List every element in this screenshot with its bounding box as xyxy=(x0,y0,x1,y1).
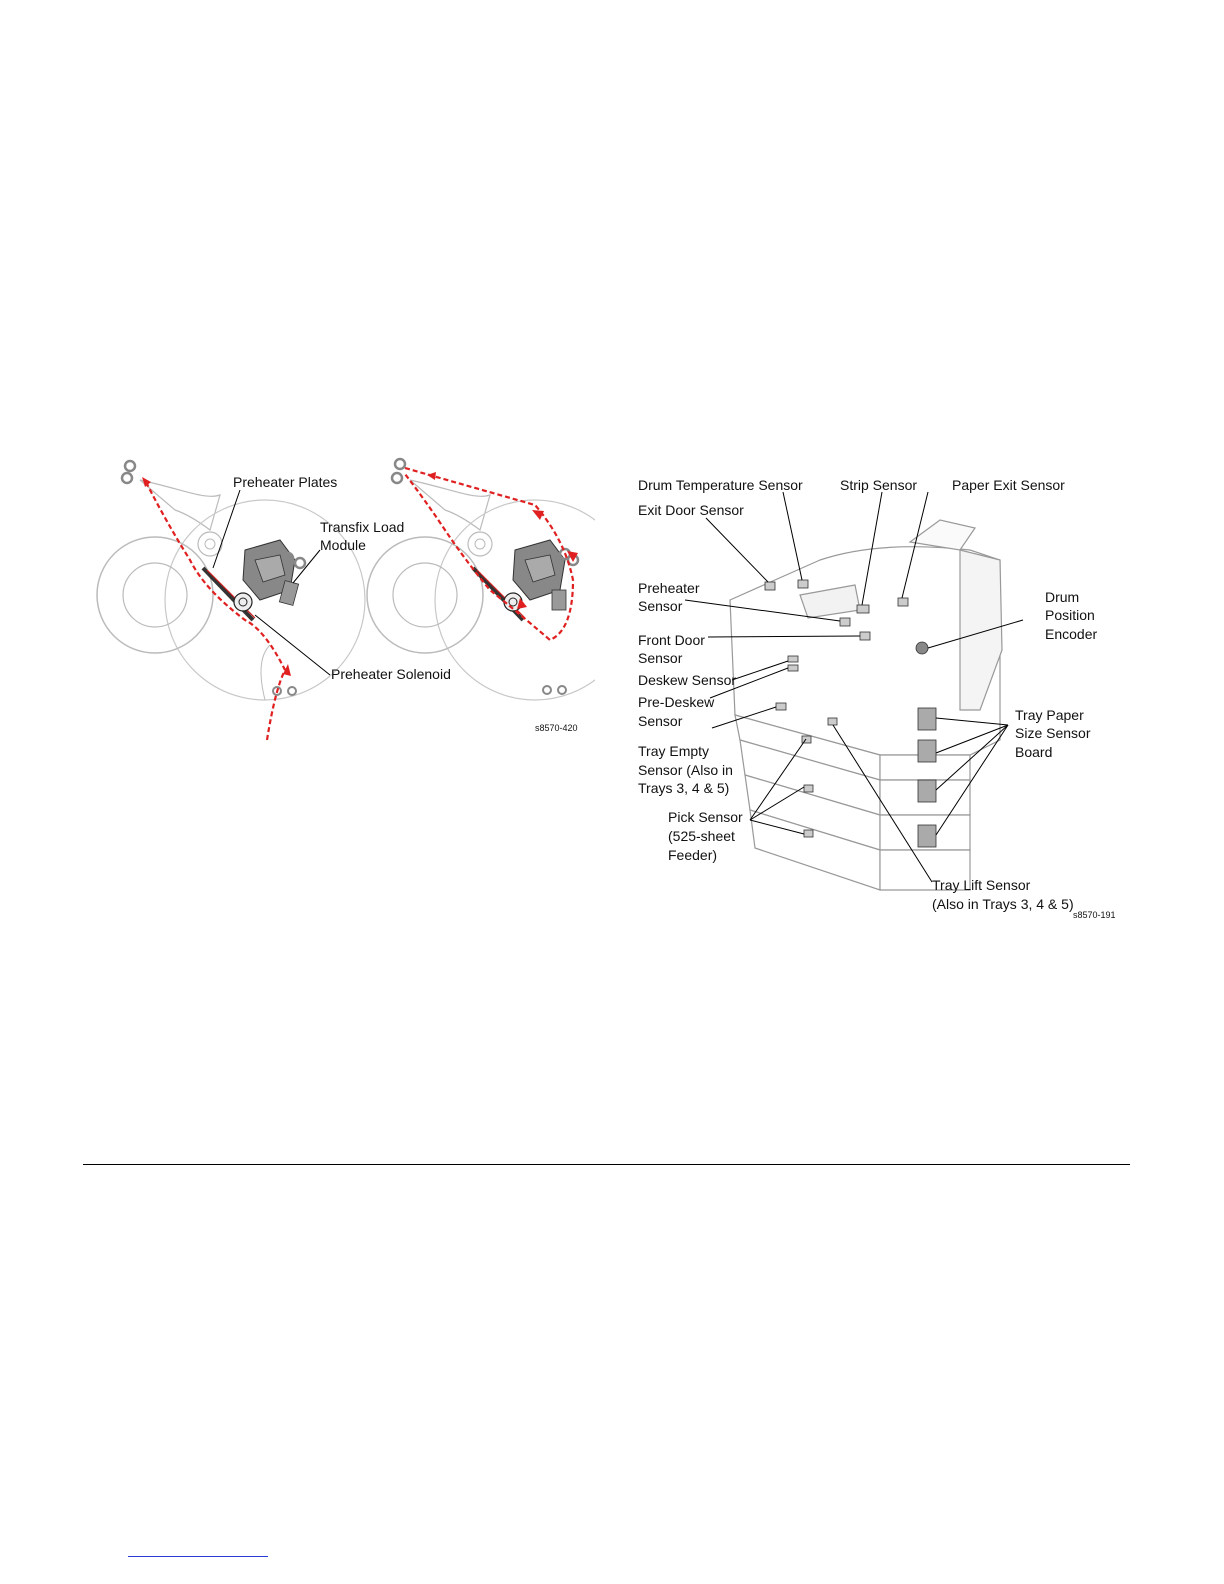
label-preheater-solenoid: Preheater Solenoid xyxy=(331,666,451,682)
preheater-paper-path-figure: Preheater Plates Transfix Load Module Pr… xyxy=(95,450,636,741)
drum-roller xyxy=(96,536,214,654)
footer-divider xyxy=(83,1164,1130,1165)
label-pre-deskew-sensor: Pre-Deskew xyxy=(638,694,715,710)
label-transfix-module: Module xyxy=(320,537,366,553)
label-preheater-sensor: Preheater xyxy=(638,580,700,596)
label-exit-door-sensor: Exit Door Sensor xyxy=(638,502,744,518)
preheater-solenoid xyxy=(233,592,253,612)
panel-paper-path-1 xyxy=(96,459,366,741)
label-deskew-sensor: Deskew Sensor xyxy=(638,672,736,688)
label-tray-empty-sensor: Tray Empty xyxy=(638,743,709,759)
footer-link-underline[interactable] xyxy=(128,1556,268,1557)
label-tray-empty-sensor-3: Trays 3, 4 & 5) xyxy=(638,780,729,796)
sensor-locations-figure: Drum Temperature Sensor Strip Sensor Pap… xyxy=(630,470,1130,930)
panel-paper-path-2 xyxy=(366,457,636,701)
label-pick-sensor-3: Feeder) xyxy=(668,847,717,863)
printer-outline xyxy=(729,519,1003,891)
roller-pair xyxy=(123,459,137,473)
preheater-module xyxy=(242,539,300,606)
sensor-markers xyxy=(764,579,937,848)
label-tray-paper-size-sensor-board-3: Board xyxy=(1015,744,1052,760)
label-tray-paper-size-sensor-board: Tray Paper xyxy=(1015,707,1084,723)
label-drum-position-encoder-3: Encoder xyxy=(1045,626,1097,642)
label-drum-position-encoder-2: Position xyxy=(1045,607,1095,623)
label-front-door-sensor-2: Sensor xyxy=(638,650,683,666)
label-tray-lift-sensor-2: (Also in Trays 3, 4 & 5) xyxy=(932,896,1074,912)
label-pick-sensor-2: (525-sheet xyxy=(668,828,735,844)
label-drum-position-encoder: Drum xyxy=(1045,589,1079,605)
label-front-door-sensor: Front Door xyxy=(638,632,705,648)
label-pre-deskew-sensor-2: Sensor xyxy=(638,713,683,729)
paper-path-arrow xyxy=(144,479,287,741)
label-transfix-load: Transfix Load xyxy=(320,519,404,535)
label-drum-temperature-sensor: Drum Temperature Sensor xyxy=(638,477,803,493)
sensor-labels: Drum Temperature Sensor Strip Sensor Pap… xyxy=(638,477,1116,920)
label-strip-sensor: Strip Sensor xyxy=(840,477,917,493)
preheater-diagram: Preheater Plates Transfix Load Module Pr… xyxy=(96,457,636,741)
figure-code-right: s8570-191 xyxy=(1073,910,1116,920)
label-preheater-sensor-2: Sensor xyxy=(638,598,683,614)
label-pick-sensor: Pick Sensor xyxy=(668,809,743,825)
leader-lines xyxy=(684,491,1024,883)
label-tray-paper-size-sensor-board-2: Size Sensor xyxy=(1015,725,1091,741)
label-tray-lift-sensor: Tray Lift Sensor xyxy=(932,877,1031,893)
label-paper-exit-sensor: Paper Exit Sensor xyxy=(952,477,1065,493)
printer-sensor-diagram: Drum Temperature Sensor Strip Sensor Pap… xyxy=(638,477,1116,920)
label-tray-empty-sensor-2: Sensor (Also in xyxy=(638,762,733,778)
label-preheater-plates: Preheater Plates xyxy=(233,474,337,490)
figure-code-left: s8570-420 xyxy=(535,723,578,733)
